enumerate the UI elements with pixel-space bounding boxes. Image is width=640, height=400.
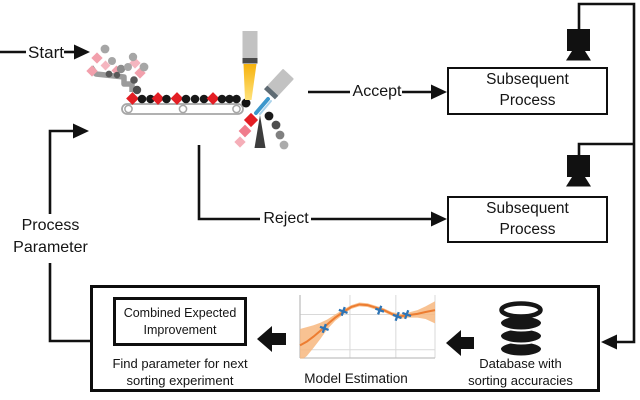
feedback-line-upper [48,129,73,214]
splitter-wedge-icon [254,115,266,148]
reject-arrowhead-icon [431,211,447,227]
combined-expected-improvement-box: Combined Expected Improvement [113,297,247,346]
find-parameter-caption: Find parameter for next sorting experime… [112,356,248,388]
feedback-arrowhead-icon [73,123,89,139]
camera-reject-icon [566,155,591,187]
subsequent-process-accept-box: Subsequent Process [447,67,608,115]
camera1-to-database-line [577,2,636,344]
camera2-line [577,142,633,155]
database-in-arrowhead-icon [601,334,617,350]
reject-line-left [197,145,260,221]
model-estimation-caption: Model Estimation [304,371,408,386]
block-arrow-left-icon [257,326,286,352]
air-nozzle-icon [263,69,294,100]
reject-label: Reject [263,210,309,227]
block-arrow-left2-icon [446,330,474,356]
reject-particle-trail [234,112,259,148]
database-icon [499,301,543,358]
process-parameter-label: Process Parameter [13,217,88,257]
air-jet-highlight [259,100,272,115]
database-caption: Database with sorting accuracies [468,356,573,388]
feedback-line-lower [48,263,90,343]
sorter-illustration [86,31,294,150]
sensor-band [242,58,258,64]
light-beam-icon [243,64,257,100]
arrowheads [73,44,617,350]
start-arrowhead-icon [74,44,90,60]
belt-particles [126,92,251,108]
camera-accept-icon [566,29,591,61]
accept-particle-trail [264,111,289,150]
optimization-loop-box [90,285,600,392]
sensor-icon [242,31,258,58]
accept-label: Accept [352,83,402,100]
air-jet-icon [254,97,270,115]
infeed-particles [86,44,149,95]
flow-lines [0,2,636,344]
start-label: Start [28,43,64,62]
accept-arrowhead-icon [431,84,447,100]
model-estimation-chart [299,295,436,359]
subsequent-process-reject-box: Subsequent Process [447,196,608,243]
